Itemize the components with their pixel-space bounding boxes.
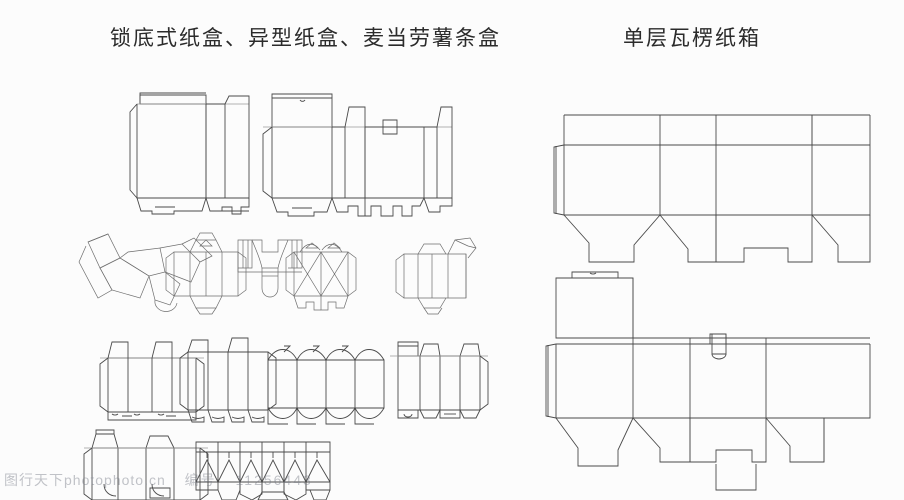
- dieline-twin-triangular-carton: [286, 243, 356, 310]
- watermark-label: 编号: [184, 472, 217, 488]
- dieline-multi-panel-crash-lock-carton: [196, 442, 330, 500]
- stock-photo-watermark: 图行天下photophoto.cn 编号 11256443: [4, 470, 313, 490]
- left-section-title: 锁底式纸盒、异型纸盒、麦当劳薯条盒: [110, 26, 501, 50]
- dieline-single-wall-corrugated-box: [554, 115, 870, 262]
- dieline-reverse-tuck-lock-bottom-carton: [263, 94, 452, 216]
- dieline-hexagonal-prism-carton: [396, 238, 476, 314]
- watermark-number: 11256443: [235, 472, 313, 488]
- dieline-tall-tuck-end-carton: [84, 430, 208, 500]
- dieline-slotted-lock-bottom-carton: [100, 342, 204, 420]
- dieline-arched-flap-carton: [268, 346, 384, 424]
- dieline-mcdonalds-fry-box: [238, 240, 302, 297]
- dieline-hexagonal-top-bottom-carton: [166, 233, 246, 314]
- right-section-title: 单层瓦楞纸箱: [623, 26, 761, 50]
- dieline-tuck-top-lock-bottom-carton: [130, 93, 249, 214]
- dieline-crash-lock-bottom-carton: [180, 338, 276, 422]
- watermark-site: 图行天下photophoto.cn: [4, 472, 166, 488]
- dieline-single-wall-corrugated-box-with-lid: [546, 272, 870, 490]
- dieline-glued-side-seam-carton: [390, 342, 488, 418]
